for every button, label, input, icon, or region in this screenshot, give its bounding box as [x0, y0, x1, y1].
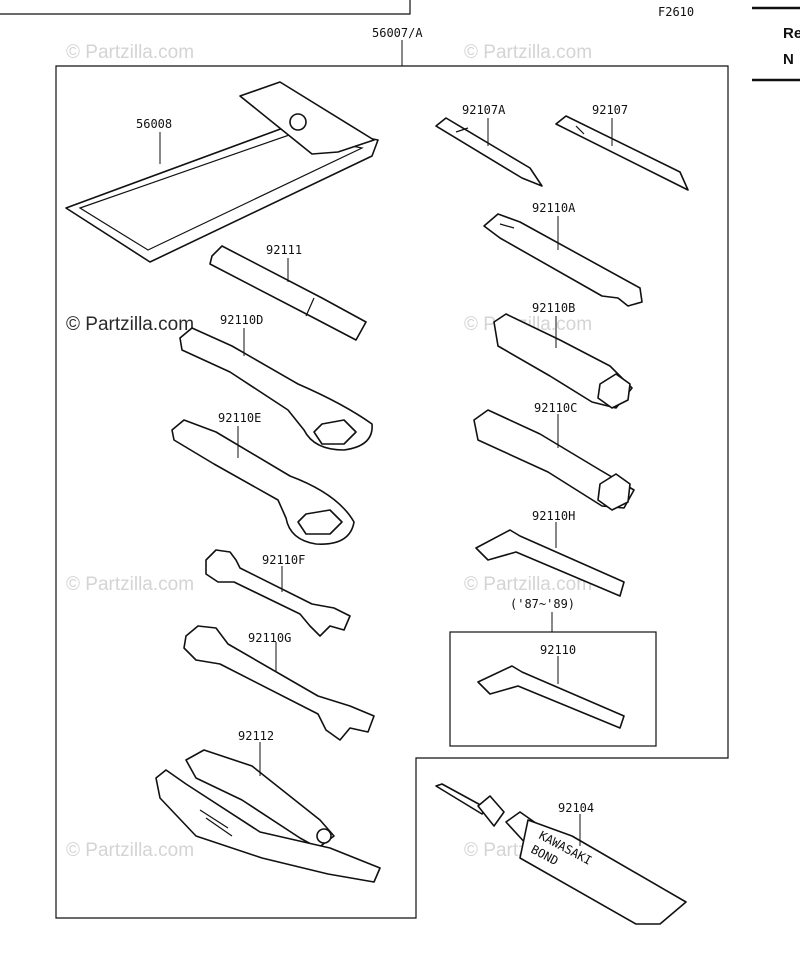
watermark-copyright: © Partzilla.com — [66, 314, 194, 335]
part-label-92110B: 92110B — [532, 301, 575, 315]
open-end-wrench-icon — [183, 625, 375, 741]
watermark: © Partzilla.com — [464, 42, 592, 63]
part-label-92110D: 92110D — [220, 313, 263, 327]
side-panel-line1: Re — [783, 25, 800, 42]
part-label-92110: 92110 — [540, 643, 576, 657]
open-end-wrench-icon — [205, 549, 351, 637]
spanner-bar-icon — [483, 213, 643, 307]
part-label-92110C: 92110C — [534, 401, 577, 415]
ref-code: F2610 — [658, 5, 694, 19]
part-label-92110E: 92110E — [218, 411, 261, 425]
part-label-92107: 92107 — [592, 103, 628, 117]
socket-wrench-icon — [493, 313, 633, 409]
assembly-outline — [55, 65, 729, 919]
pliers-icon — [155, 749, 381, 883]
watermark: © Partzilla.com — [66, 840, 194, 861]
part-label-92111: 92111 — [266, 243, 302, 257]
part-label-92110G: 92110G — [248, 631, 291, 645]
hex-key-icon — [477, 665, 625, 729]
part-label-56008: 56008 — [136, 117, 172, 131]
part-label-92104: 92104 — [558, 801, 594, 815]
watermark: © Partzilla.com — [66, 574, 194, 595]
screwdriver-bit-icon — [555, 115, 689, 191]
part-label-92107A: 92107A — [462, 103, 506, 117]
watermark: © Partzilla.com — [464, 574, 592, 595]
part-label-92110H: 92110H — [532, 509, 575, 523]
box-wrench-icon — [171, 419, 355, 545]
year-variant-box — [449, 631, 657, 747]
part-label-92110A: 92110A — [532, 201, 576, 215]
year-range-label: ('87~'89) — [510, 597, 575, 611]
part-label-92110F: 92110F — [262, 553, 305, 567]
tool-pouch-icon — [65, 81, 379, 263]
bond-tube-icon: KAWASAKI BOND — [435, 783, 687, 925]
watermark: © Partzilla.com — [66, 42, 194, 63]
socket-wrench-icon — [473, 409, 635, 511]
screwdriver-bit-icon — [435, 117, 543, 187]
side-panel-line2: N — [783, 51, 794, 68]
assembly-label: 56007/A — [372, 26, 423, 40]
extension-bar-icon — [209, 245, 367, 341]
box-wrench-icon — [179, 327, 373, 451]
top-frame-line — [0, 0, 411, 15]
side-panel: Re N — [752, 6, 800, 82]
part-label-92112: 92112 — [238, 729, 274, 743]
hex-key-icon — [475, 529, 625, 597]
